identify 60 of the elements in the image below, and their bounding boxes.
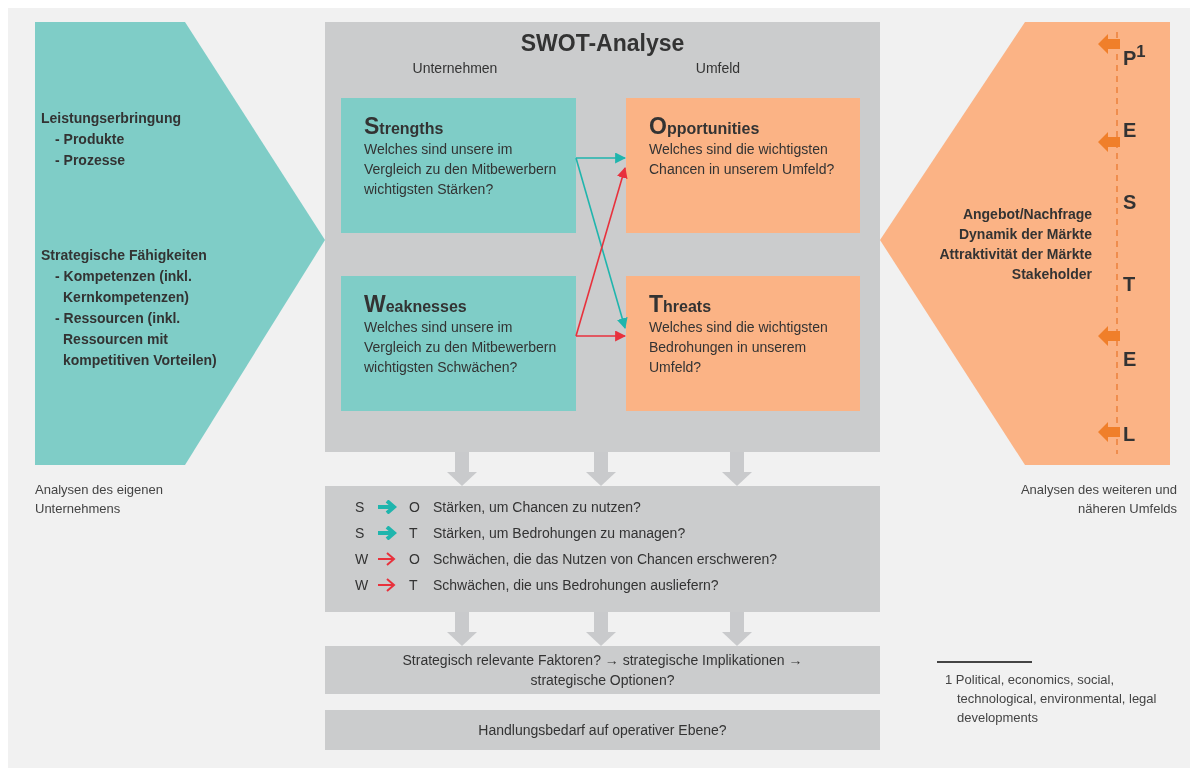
swot-letter: O [409,551,420,567]
swot-letter: W [355,577,369,593]
question-text: Welches sind unsere im Vergleich zu den Mitbewerbern wichtigsten Stärken? [364,140,558,199]
node-label: Analysen des weiteren und näheren Umfelds [1019,481,1177,518]
swot-letter: W [355,551,369,567]
process-box [325,486,880,612]
pestel-letter: E [1123,118,1137,142]
block-arrow [586,452,616,486]
list-item: - Prozesse [54,151,127,170]
pestel-letter: L [1123,422,1136,446]
arrow [575,330,627,342]
block-arrow [447,612,477,646]
swot-letter: S [355,525,365,541]
question-text: Welches sind unsere im Vergleich zu den Mitbewerbern wichtigsten Schwächen? [364,318,558,377]
swot-letter: T [409,577,418,593]
swot-letter: S [355,499,365,515]
question-text: Schwächen, die uns Bedrohungen ausliefern? [433,577,719,593]
question-text: Stärken, um Bedrohungen zu managen? [433,525,686,541]
panel [325,22,880,452]
list-item: - Kompetenzen (inkl. Kernkompetenzen) [54,267,193,307]
block-arrow [447,452,477,486]
footnote: 1 Political, economics, social, technological, environmental, legal developments [945,671,1158,727]
factor-text: Dynamik der Märkte [957,225,1092,244]
block-arrow [722,452,752,486]
list-heading: Strategische Fähigkeiten [41,246,208,265]
arrow [575,152,627,164]
quadrant-heading: Opportunities [649,116,760,139]
swot-letter: O [409,499,420,515]
question-text: Stärken, um Chancen zu nutzen? [433,499,641,515]
question-text: Welches sind die wichtigsten Bedrohungen in unserem Umfeld? [649,318,829,377]
quadrant-heading: Strengths [364,116,444,139]
quadrant-box [341,98,576,233]
quadrant-heading: Threats [649,294,712,317]
block-arrow [722,612,752,646]
factor-text: Stakeholder [1010,265,1092,284]
question-text: Schwächen, die das Nutzen von Chancen erschweren? [433,551,777,567]
node-label: Analysen des eigenen Unternehmens [35,481,164,518]
list-item: - Ressourcen (inkl. Ressourcen mit kompetitiven Vorteilen) [54,309,218,370]
factor-text: Angebot/Nachfrage [961,205,1092,224]
list-heading: Leistungserbringung [41,109,182,128]
pestel-letter: E [1123,347,1137,371]
question-text: Handlungsbedarf auf operativer Ebene? [478,721,727,740]
factor-text: Attraktivität der Märkte [938,245,1092,264]
swot-letter: T [409,525,418,541]
question-text: Strategisch relevante Faktoren? → strategische Implikationen → strategische Optionen? [401,651,804,690]
pestel-letter: T [1123,272,1136,296]
column-header: Umfeld [694,60,742,76]
pestel-letter: P$^{1}$ [1123,41,1146,70]
quadrant-box [341,276,576,411]
block-arrow [586,612,616,646]
process-box [325,710,880,750]
list-item: - Produkte [54,130,126,149]
quadrant-box [626,98,860,233]
column-header: Unternehmen [411,60,499,76]
pestel-letter: S [1123,190,1137,214]
panel-heading: SWOT-Analyse [519,30,686,57]
question-text: Welches sind die wichtigsten Chancen in unserem Umfeld? [649,140,836,179]
quadrant-box [626,276,860,411]
quadrant-heading: Weaknesses [364,294,467,317]
process-box [325,646,880,694]
